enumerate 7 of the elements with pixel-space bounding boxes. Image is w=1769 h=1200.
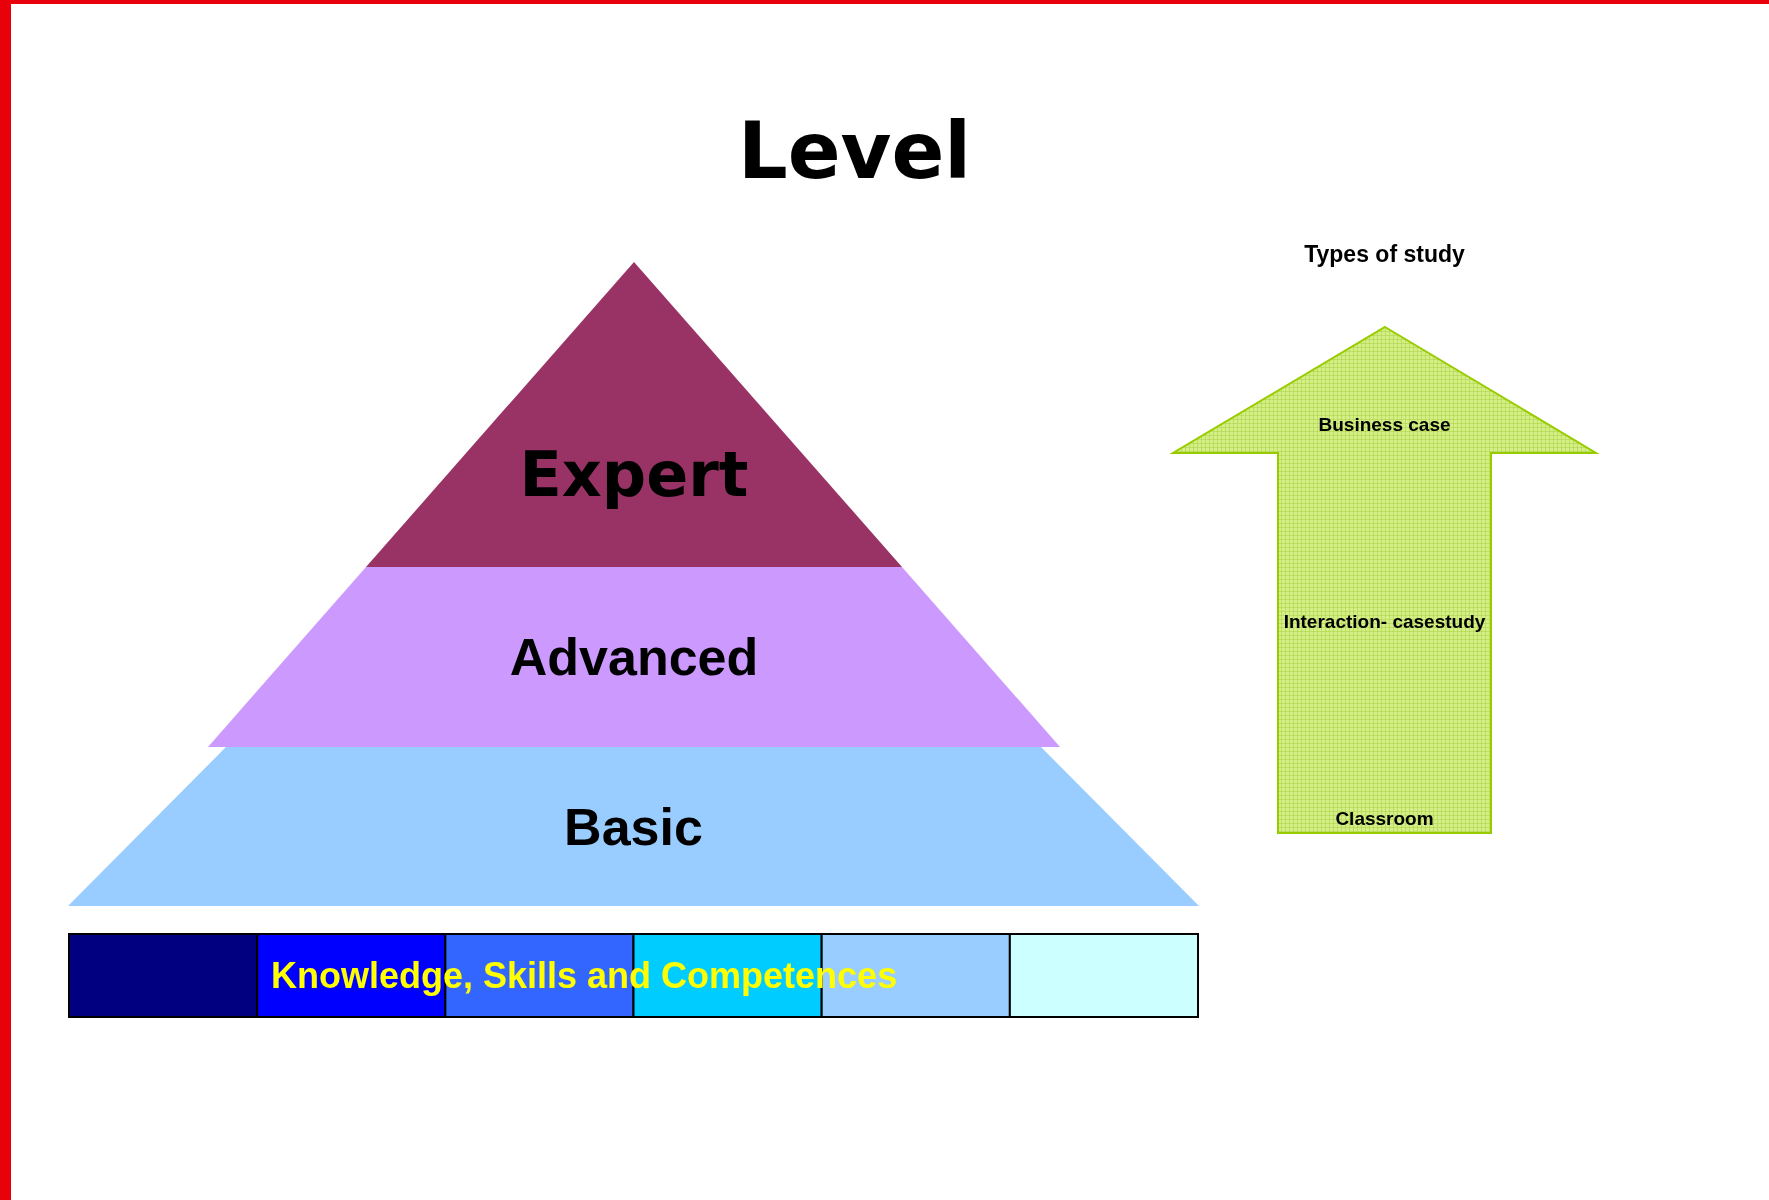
study-type-label: Classroom (1334, 809, 1435, 828)
study-type-label: Interaction- casestudy (1282, 612, 1487, 631)
level-label: Advanced (509, 631, 759, 683)
level-label: Basic (564, 800, 703, 853)
arrow-heading: Types of study (1303, 243, 1466, 266)
title: Level (736, 112, 973, 190)
study-type-label: Business case (1317, 415, 1452, 434)
